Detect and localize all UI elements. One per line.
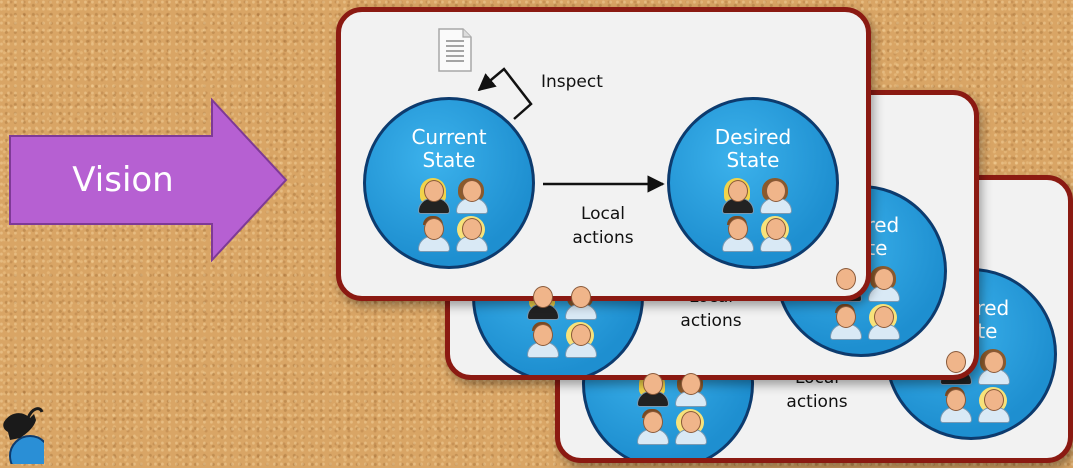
desired-state-label: Desired State xyxy=(670,126,836,172)
local-actions-line2: actions xyxy=(786,392,848,412)
local-actions-line1: Local xyxy=(580,204,626,224)
people-group xyxy=(525,284,597,358)
current-state-node: Current State xyxy=(363,97,535,269)
local-actions-label: Local actions xyxy=(553,202,653,250)
people-group xyxy=(416,178,488,252)
goat-logo-icon xyxy=(0,404,51,468)
local-actions-line2: actions xyxy=(680,311,742,331)
desired-state-line2: State xyxy=(726,148,780,172)
desired-state-node: Desired State xyxy=(667,97,839,269)
people-group xyxy=(635,371,707,445)
current-state-line2: State xyxy=(422,148,476,172)
vision-label: Vision xyxy=(72,160,174,200)
document-icon xyxy=(437,27,473,73)
context-card-1: Inspect Current State Local actions Desi… xyxy=(336,7,871,301)
people-group xyxy=(720,178,792,252)
inspect-loop-arrow xyxy=(477,67,533,120)
inspect-label: Inspect xyxy=(541,72,603,92)
desired-state-line1: Desired xyxy=(714,125,792,149)
current-state-label: Current State xyxy=(366,126,532,172)
vision-arrow-shape xyxy=(9,98,288,262)
vision-arrow: Vision xyxy=(8,98,288,262)
card-connectors xyxy=(477,67,665,193)
current-state-line1: Current xyxy=(411,125,487,149)
local-actions-line2: actions xyxy=(572,228,634,248)
